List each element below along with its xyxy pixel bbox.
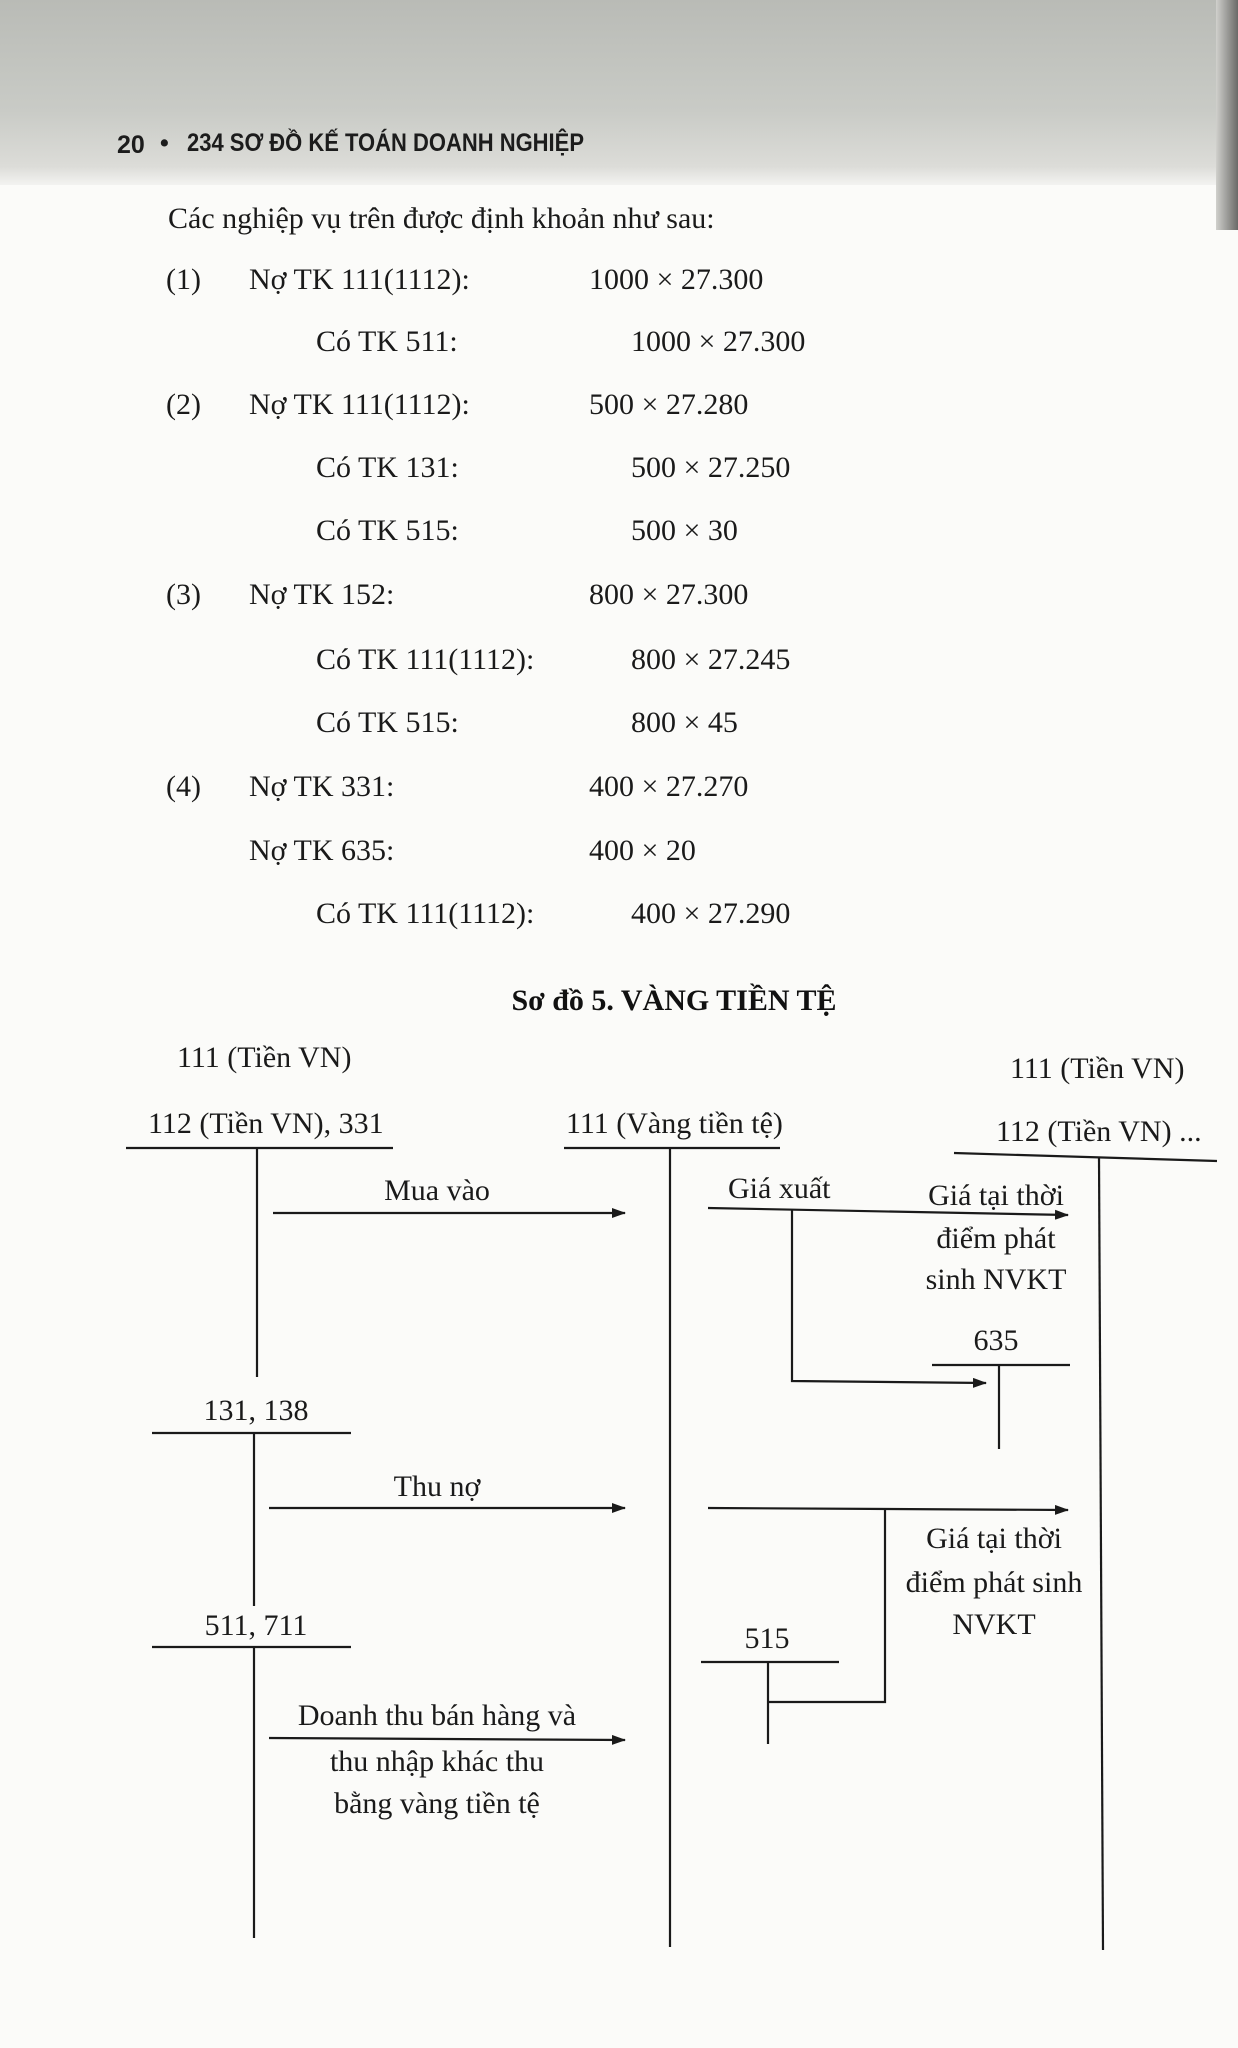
arrow-label: Thu nợ bbox=[394, 1470, 482, 1503]
entry-amount: 500 × 27.280 bbox=[589, 388, 748, 421]
entry-number: (4) bbox=[166, 770, 201, 803]
left-top-label: 111 (Tiền VN) bbox=[177, 1041, 351, 1074]
t-account-112-right: 112 (Tiền VN) ... bbox=[953, 1115, 1218, 1951]
debit-account: Nợ TK 111(1112): bbox=[249, 388, 470, 421]
entry-amount: 1000 × 27.300 bbox=[631, 325, 805, 358]
journal-entries: (1) Nợ TK 111(1112): 1000 × 27.300 Có TK 51… bbox=[166, 263, 805, 930]
credit-account: Có TK 511: bbox=[316, 325, 458, 358]
right-top-label: 111 (Tiền VN) bbox=[1010, 1052, 1184, 1085]
entry-amount: 400 × 20 bbox=[589, 834, 696, 867]
diagram-title: Sơ đồ 5. VÀNG TIỀN TỆ bbox=[511, 983, 836, 1017]
entry-amount: 500 × 27.250 bbox=[631, 451, 790, 484]
arrow-label: Giá xuất bbox=[728, 1172, 831, 1205]
t-account-511-711: 511, 711 bbox=[152, 1609, 351, 1938]
note-line: Giá tại thời bbox=[926, 1522, 1062, 1555]
t-account-112-331: 112 (Tiền VN), 331 bbox=[126, 1107, 393, 1377]
entry-amount: 800 × 27.300 bbox=[589, 578, 748, 611]
arrow-gia-xuat: Giá xuất Giá tại thời điểm phát sinh NVK… bbox=[707, 1172, 1069, 1388]
t-account-635: 635 bbox=[932, 1324, 1070, 1449]
arrow-label: bằng vàng tiền tệ bbox=[334, 1787, 540, 1820]
page-number: 20 bbox=[117, 131, 145, 159]
entry-amount: 500 × 30 bbox=[631, 514, 738, 547]
account-label: 515 bbox=[745, 1622, 790, 1655]
page-edge-shadow bbox=[1216, 0, 1238, 230]
intro-text: Các nghiệp vụ trên được định khoản như s… bbox=[168, 202, 715, 235]
debit-account: Nợ TK 635: bbox=[249, 834, 394, 867]
t-account-131-138: 131, 138 bbox=[152, 1394, 351, 1606]
arrow-label: thu nhập khác thu bbox=[330, 1745, 544, 1778]
t-account-111-vang: 111 (Vàng tiền tệ) bbox=[564, 1107, 783, 1947]
note-line: NVKT bbox=[952, 1608, 1035, 1641]
entry-amount: 800 × 45 bbox=[631, 706, 738, 739]
entry-amount: 400 × 27.290 bbox=[631, 897, 790, 930]
note-line: Giá tại thời bbox=[928, 1179, 1064, 1212]
credit-account: Có TK 515: bbox=[316, 514, 459, 547]
header-bullet: • bbox=[160, 129, 169, 157]
entry-amount: 400 × 27.270 bbox=[589, 770, 748, 803]
arrow-thu-no: Thu nợ bbox=[269, 1470, 626, 1513]
credit-account: Có TK 111(1112): bbox=[316, 897, 534, 930]
credit-account: Có TK 131: bbox=[316, 451, 459, 484]
arrow-doanh-thu: Doanh thu bán hàng và thu nhập khác thu … bbox=[268, 1699, 626, 1820]
account-label: 511, 711 bbox=[205, 1609, 308, 1642]
account-label: 112 (Tiền VN) ... bbox=[996, 1115, 1202, 1148]
credit-account: Có TK 515: bbox=[316, 706, 459, 739]
entry-amount: 800 × 27.245 bbox=[631, 643, 790, 676]
entry-amount: 1000 × 27.300 bbox=[589, 263, 763, 296]
account-label: 131, 138 bbox=[204, 1394, 309, 1427]
header-band bbox=[0, 0, 1238, 185]
debit-account: Nợ TK 331: bbox=[249, 770, 394, 803]
entry-number: (1) bbox=[166, 263, 201, 296]
debit-account: Nợ TK 152: bbox=[249, 578, 394, 611]
note-line: điểm phát sinh bbox=[906, 1566, 1083, 1599]
entry-number: (3) bbox=[166, 578, 201, 611]
note-line: điểm phát bbox=[936, 1222, 1056, 1255]
account-label: 635 bbox=[974, 1324, 1019, 1357]
account-label: 112 (Tiền VN), 331 bbox=[148, 1107, 384, 1140]
entry-number: (2) bbox=[166, 388, 201, 421]
arrow-label: Doanh thu bán hàng và bbox=[298, 1699, 576, 1732]
arrow-gia-tai-thoi-2: Giá tại thời điểm phát sinh NVKT bbox=[707, 1504, 1083, 1704]
credit-account: Có TK 111(1112): bbox=[316, 643, 534, 676]
book-title: 234 SƠ ĐỒ KẾ TOÁN DOANH NGHIỆP bbox=[187, 127, 584, 157]
arrow-label: Mua vào bbox=[384, 1174, 490, 1207]
debit-account: Nợ TK 111(1112): bbox=[249, 263, 470, 296]
note-line: sinh NVKT bbox=[926, 1263, 1067, 1296]
account-label: 111 (Vàng tiền tệ) bbox=[566, 1107, 783, 1140]
t-account-515: 515 bbox=[701, 1622, 839, 1744]
arrow-mua-vao: Mua vào bbox=[273, 1174, 626, 1218]
